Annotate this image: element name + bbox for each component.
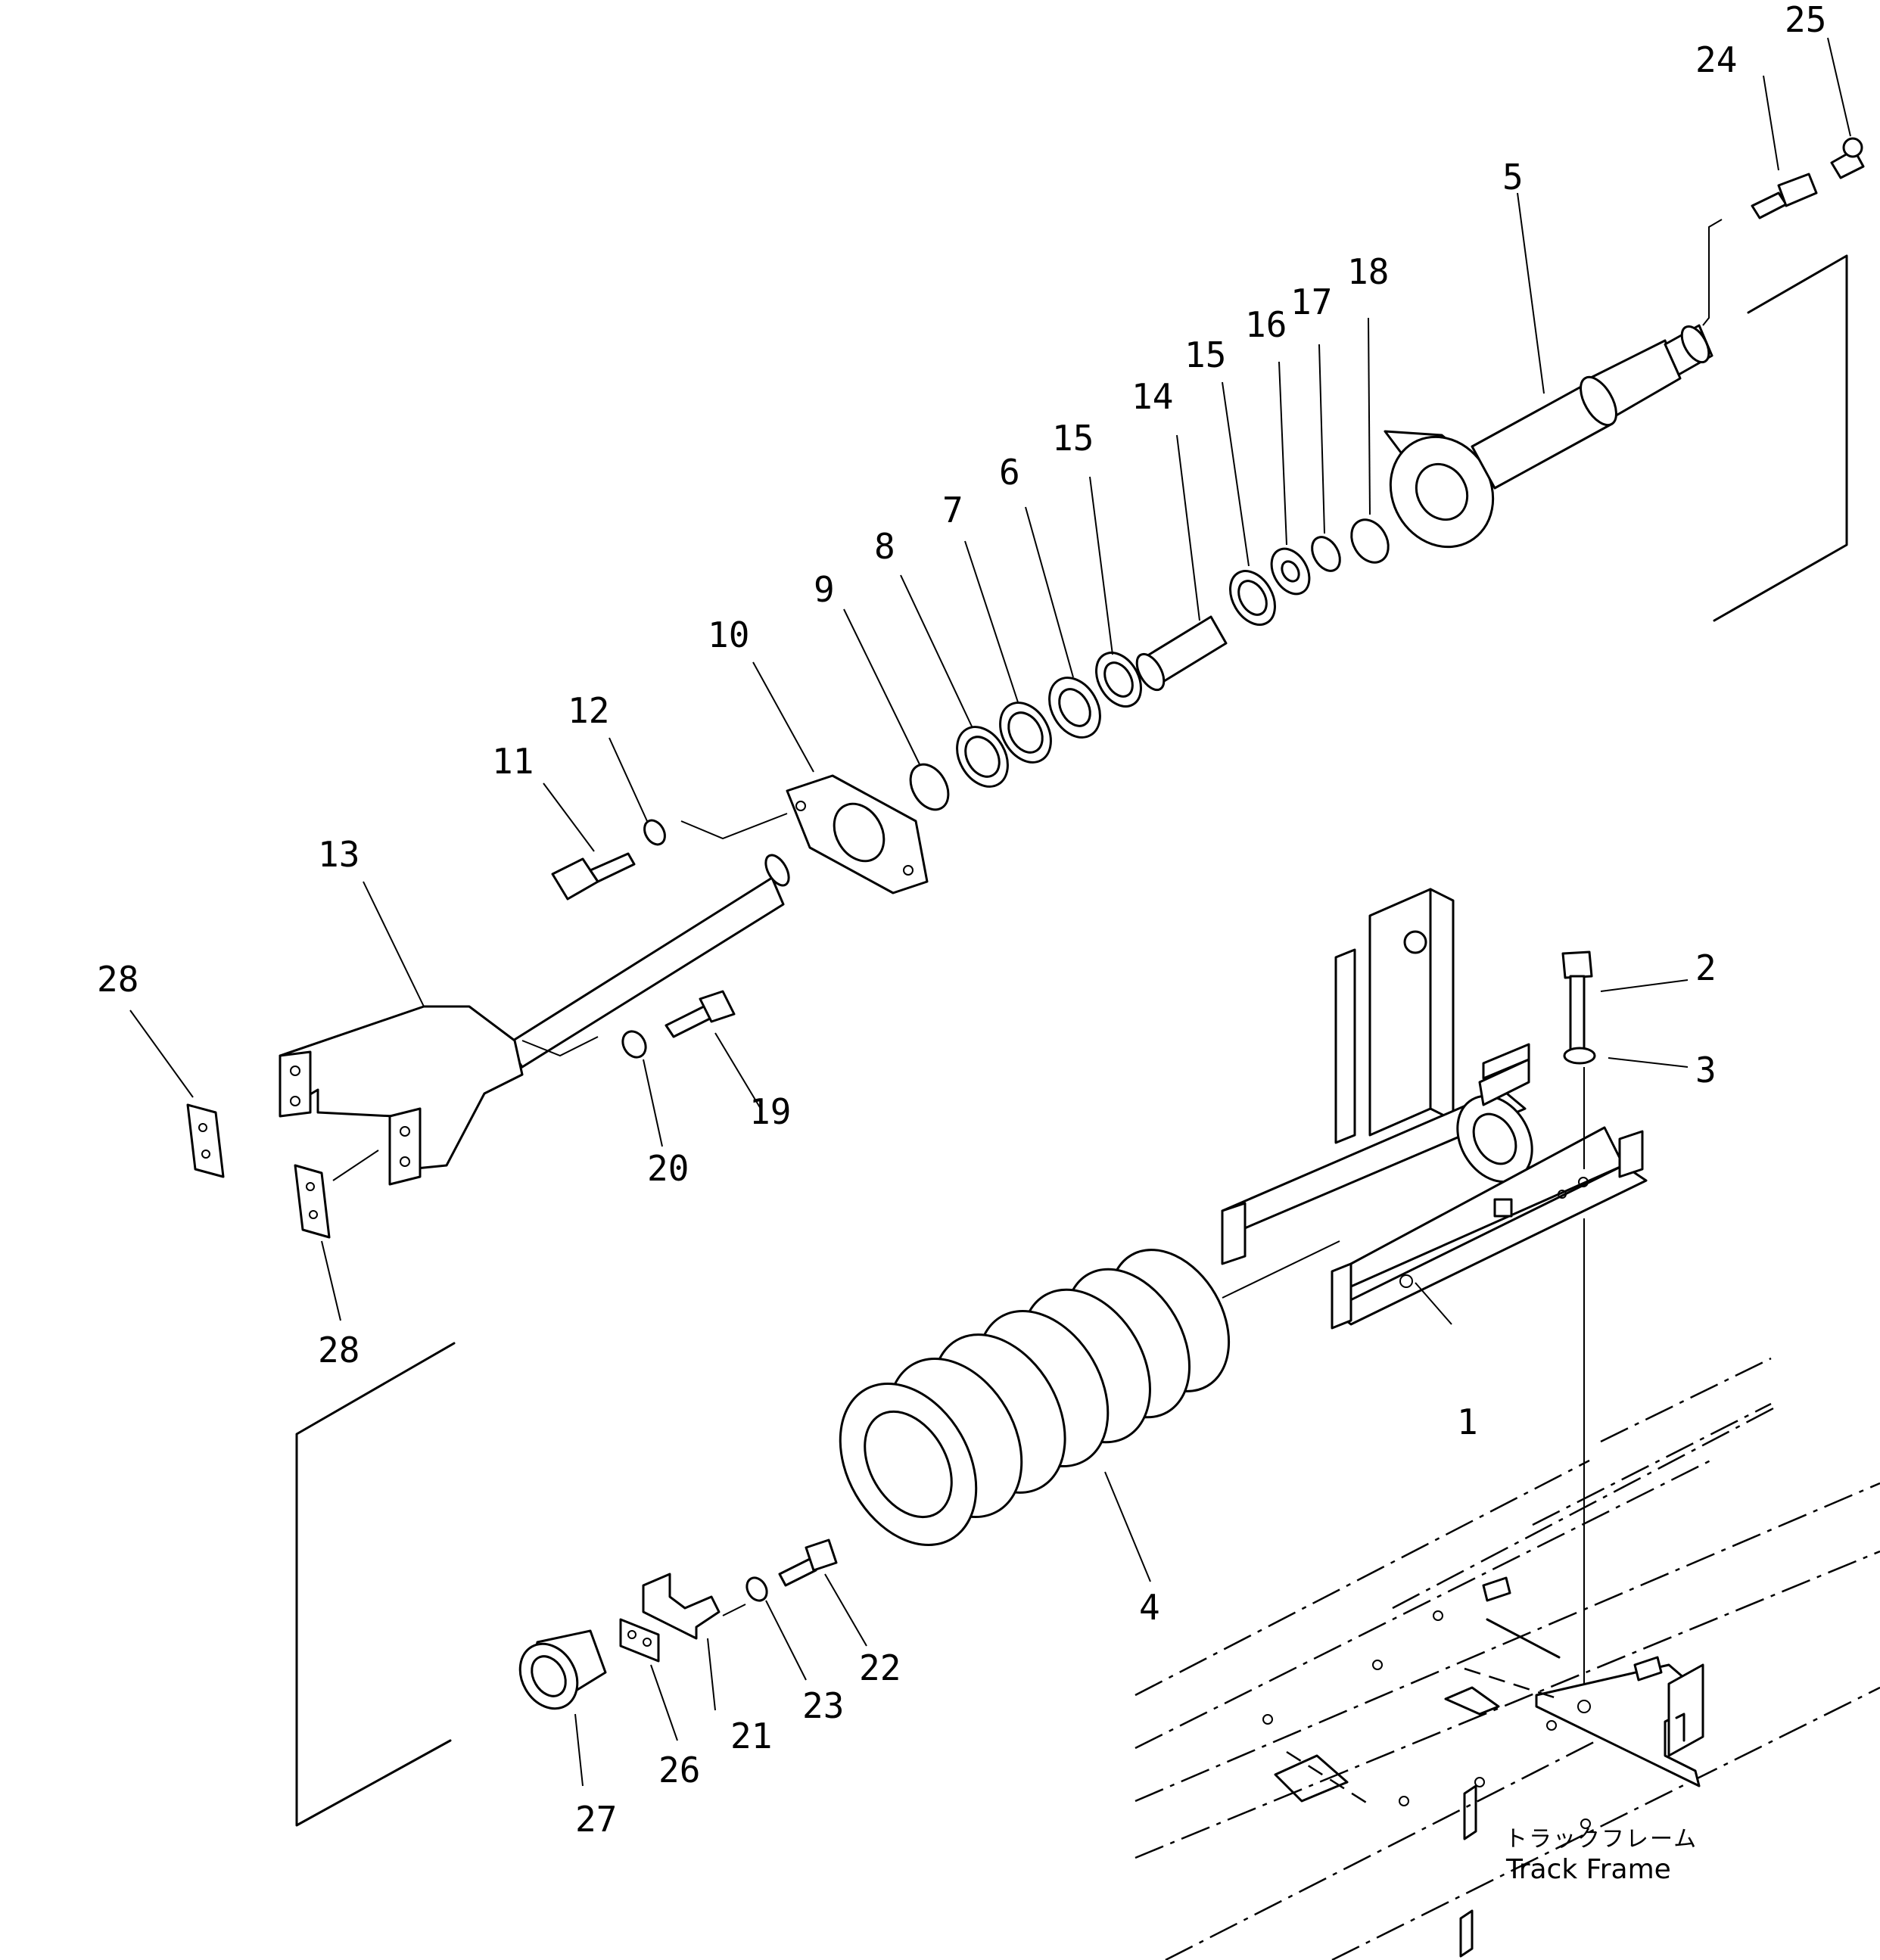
callout-21: 21: [730, 1716, 772, 1756]
callout-16: 16: [1245, 304, 1287, 345]
callout-6: 6: [999, 452, 1020, 493]
callout-1: 1: [1457, 1402, 1478, 1442]
track-frame-label-english: Track Frame: [1505, 1854, 1671, 1885]
part-5-cylinder: [1384, 219, 1723, 549]
callout-9: 9: [814, 569, 835, 610]
callout-28-top: 28: [97, 959, 139, 1000]
part-21-bracket: [642, 1573, 746, 1640]
part-12-washer: [643, 819, 666, 846]
callout-2: 2: [1695, 947, 1717, 988]
part-25-grease-valve: [1830, 137, 1865, 179]
callout-20: 20: [647, 1148, 689, 1189]
callout-19: 19: [749, 1091, 791, 1132]
callout-8: 8: [874, 526, 895, 567]
callout-14: 14: [1131, 376, 1173, 417]
part-4-recoil-spring: [839, 1240, 1340, 1547]
callout-12: 12: [568, 690, 609, 731]
callout-25: 25: [1785, 0, 1826, 40]
part-24-fitting: [1751, 173, 1818, 219]
callout-17: 17: [1290, 282, 1332, 322]
part-2-bolt: [1561, 950, 1593, 1053]
part-17-snap-ring: [1311, 536, 1341, 572]
part-3-washer: [1563, 1047, 1596, 1065]
callout-3: 3: [1695, 1050, 1717, 1090]
part-15-seal-upper: [1229, 570, 1276, 626]
part-14-piston: [1135, 615, 1228, 692]
callout-28-bottom: 28: [318, 1330, 360, 1370]
part-23-washer: [745, 1576, 768, 1602]
part-10-flange: [680, 774, 929, 894]
callout-4: 4: [1139, 1587, 1160, 1628]
part-22-bolt: [778, 1538, 838, 1587]
callout-11: 11: [492, 741, 534, 782]
leader-lines: [129, 37, 1851, 1787]
track-frame-outline: [1135, 1357, 1880, 1960]
lower-left-frame-bracket: [295, 1342, 456, 1827]
part-11-bolt: [551, 852, 636, 901]
callout-26: 26: [658, 1750, 700, 1790]
part-15-seal-lower: [1095, 652, 1142, 708]
callout-24: 24: [1695, 39, 1737, 80]
part-28-plate-lower: [294, 1150, 379, 1239]
callout-5: 5: [1502, 157, 1524, 198]
part-9-snap-ring: [909, 763, 950, 811]
callout-10: 10: [708, 614, 749, 655]
part-19-bolt: [665, 990, 736, 1038]
part-13-yoke: [279, 854, 790, 1186]
callout-15-left: 15: [1052, 418, 1094, 459]
callout-22: 22: [859, 1647, 901, 1688]
callout-7: 7: [942, 490, 963, 530]
part-20-washer: [621, 1030, 647, 1059]
part-8-dust-seal: [956, 726, 1009, 788]
track-frame-label-japanese: トラックフレーム: [1505, 1826, 1698, 1853]
callout-18: 18: [1347, 251, 1389, 292]
part-1-bracket: [1221, 888, 1648, 1330]
part-26-plate: [619, 1618, 660, 1663]
track-frame-note: トラックフレーム Track Frame: [1505, 1826, 1698, 1885]
part-27-nut: [518, 1629, 607, 1710]
part-28-plate-upper: [186, 1103, 225, 1178]
callout-27: 27: [575, 1799, 617, 1840]
callout-23: 23: [802, 1685, 844, 1726]
part-16-nut: [1270, 547, 1311, 596]
part-7-seal: [999, 702, 1052, 764]
part-6-bushing: [1048, 677, 1101, 739]
callout-labels: 1 2 3 4 5 6 7 8 9 10 11 12 13 14 15 15 1…: [97, 0, 1826, 1840]
part-18-bushing: [1350, 518, 1390, 564]
callout-15-right: 15: [1184, 334, 1226, 375]
callout-13: 13: [318, 834, 360, 875]
upper-right-frame-bracket: [1713, 254, 1848, 622]
